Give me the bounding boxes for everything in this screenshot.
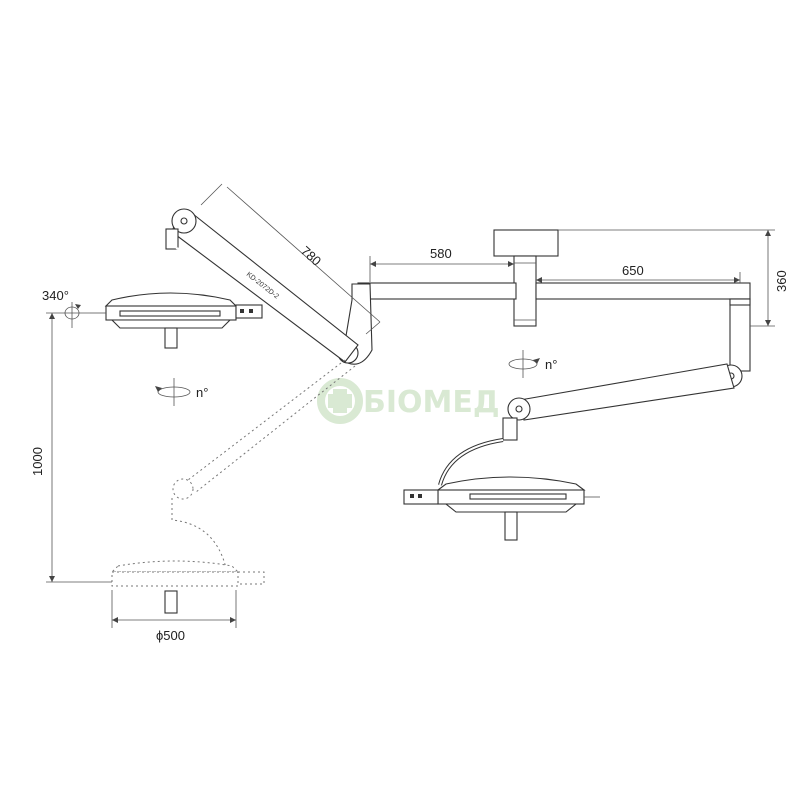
left-sterile-handle xyxy=(164,327,178,349)
ghost-arm-joint xyxy=(172,478,194,500)
rotation-right-label: n° xyxy=(545,357,557,372)
right-lamp-head xyxy=(403,476,600,541)
rotation-left: n° xyxy=(155,378,208,406)
dimension-650: 650 xyxy=(536,263,741,283)
right-horizontal-arm xyxy=(535,282,751,300)
ghost-lamp-dome xyxy=(110,560,240,573)
ghost-yoke xyxy=(171,498,227,569)
rotation-left-label: n° xyxy=(196,385,208,400)
right-spring-arm xyxy=(519,363,735,421)
right-extension-arm xyxy=(438,282,751,486)
ghost-control-panel xyxy=(237,571,265,585)
left-lamp-lens xyxy=(119,310,221,317)
right-lamp-dome xyxy=(436,476,586,491)
rotation-340-label: 340° xyxy=(42,288,69,303)
dimension-diameter-label: ϕ500 xyxy=(156,628,185,643)
left-lamp-head xyxy=(90,292,263,349)
dimension-580: 580 xyxy=(369,246,514,282)
left-fork-top xyxy=(165,228,179,250)
biomed-logo: БІОМЕД xyxy=(317,378,500,424)
right-sterile-handle xyxy=(504,511,518,541)
dimension-780-label: 780 xyxy=(298,243,324,269)
dimension-650-label: 650 xyxy=(622,263,644,278)
right-lamp-lens xyxy=(469,493,567,500)
rotation-right: n° xyxy=(508,350,557,378)
ghost-sterile-handle xyxy=(164,590,178,614)
right-drop-tube xyxy=(729,298,751,372)
dimension-580-label: 580 xyxy=(430,246,452,261)
dimension-diameter: ϕ500 xyxy=(111,590,237,643)
canopy-body xyxy=(493,229,559,257)
logo-ring xyxy=(317,378,363,424)
left-horizontal-arm xyxy=(357,282,517,300)
dimension-1000-label: 1000 xyxy=(30,447,45,476)
left-extension-arm xyxy=(337,282,517,365)
dimension-360-label: 360 xyxy=(774,270,789,292)
right-fork-top xyxy=(502,417,518,441)
logo-text: БІОМЕД xyxy=(363,385,500,420)
dimension-1000: 1000 xyxy=(30,312,112,583)
rotation-340: 340° xyxy=(42,288,81,328)
left-lamp-dome xyxy=(104,292,238,307)
left-spring-arm: KD-2072D-2 xyxy=(165,208,359,363)
central-column xyxy=(513,255,537,327)
logo-cross-horizontal xyxy=(328,394,352,408)
ghost-arm-upper xyxy=(187,359,346,481)
lowered-position-ghost xyxy=(110,359,356,614)
dimension-360: 360 xyxy=(750,230,789,327)
ghost-lamp-rim xyxy=(111,571,239,587)
ceiling-canopy xyxy=(493,229,775,327)
